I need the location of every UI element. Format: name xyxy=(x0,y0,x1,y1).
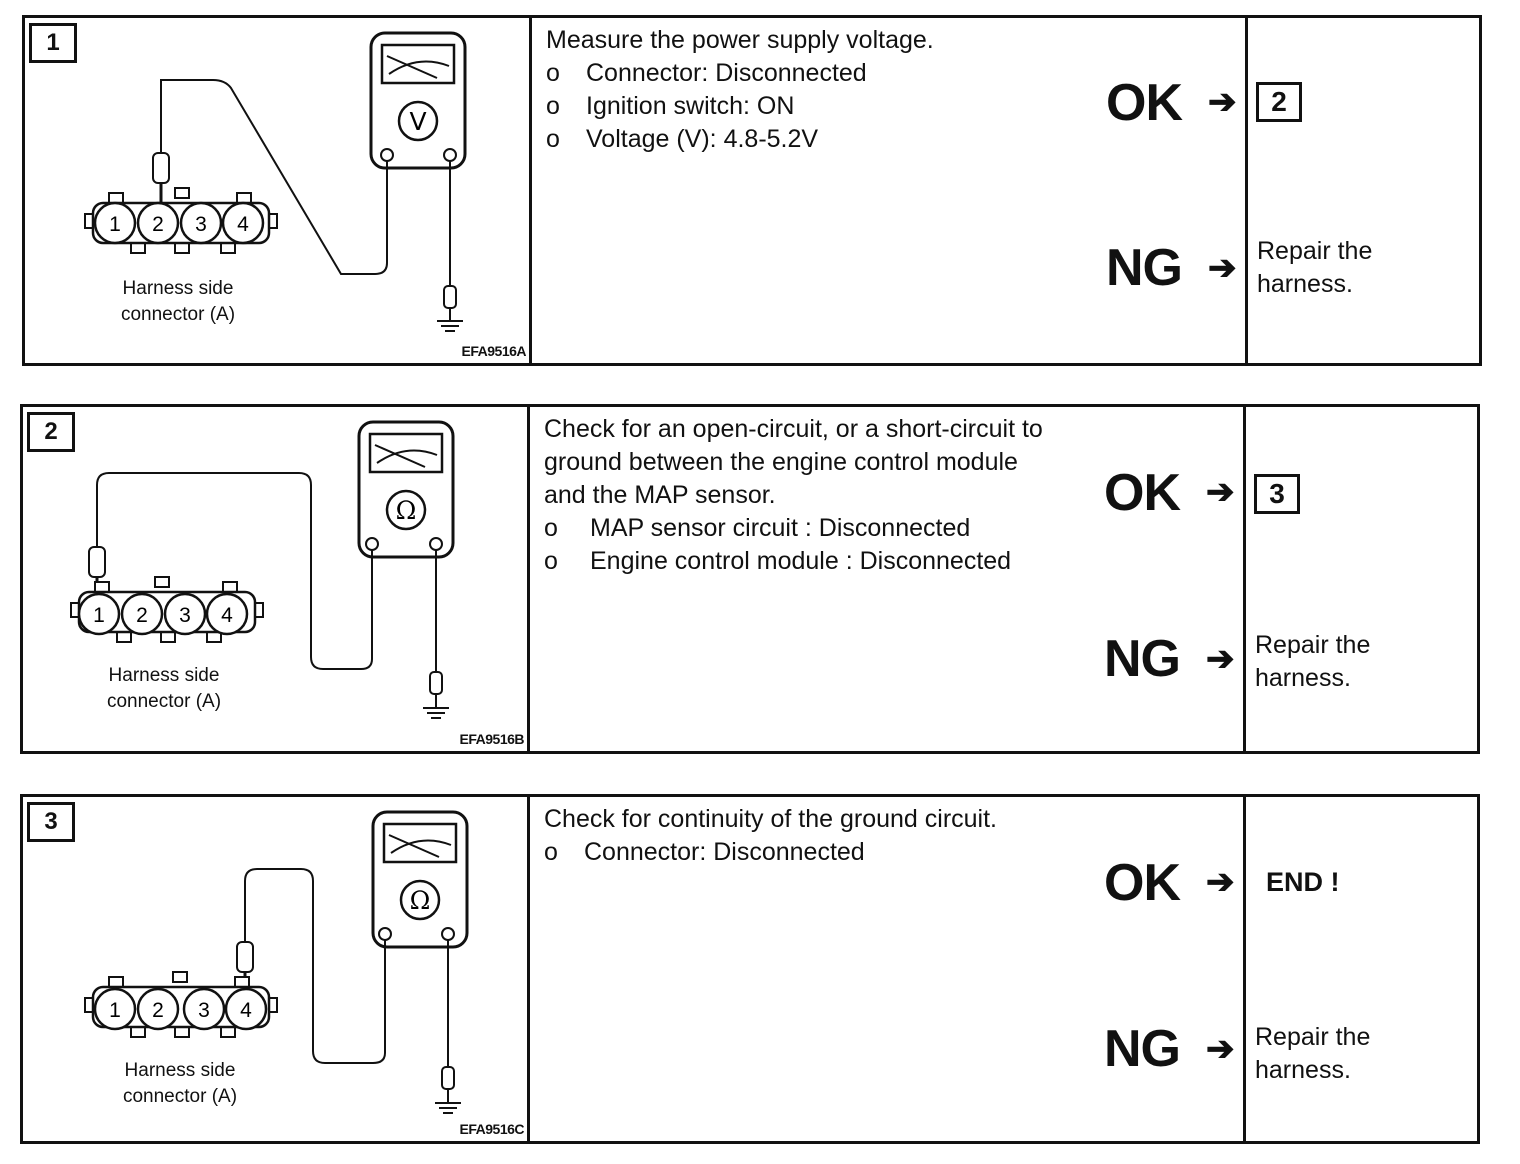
step-1-result-cell: 2 Repair the harness. xyxy=(1248,18,1479,363)
step-2-row: 2 Ω xyxy=(20,404,1480,754)
ohmmeter-icon: Ω xyxy=(357,420,455,559)
ng-label: NG xyxy=(1104,1020,1181,1078)
harness-side-connector-label: Harness side connector (A) xyxy=(122,1060,238,1107)
svg-text:2: 2 xyxy=(152,213,164,236)
ok-label: OK xyxy=(1104,854,1181,912)
svg-text:1: 1 xyxy=(93,604,105,627)
step-1-figure-cell: 1 V xyxy=(25,18,532,363)
ok-arrow-icon: ➔ xyxy=(1206,863,1235,901)
instruction-heading: Measure the power supply voltage. xyxy=(546,26,934,54)
svg-text:3: 3 xyxy=(198,999,210,1022)
svg-text:2: 2 xyxy=(152,999,164,1022)
multimeter-wiring-diagram: Ω xyxy=(70,420,455,719)
ok-label: OK xyxy=(1106,74,1183,132)
figure-code: EFA9516B xyxy=(459,731,525,747)
ng-arrow-icon: ➔ xyxy=(1208,249,1237,287)
ok-arrow-icon: ➔ xyxy=(1206,473,1235,511)
step-3-figure-cell: 3 Ω xyxy=(23,797,530,1141)
figure-code: EFA9516A xyxy=(461,343,527,359)
ground-probe-icon xyxy=(423,671,449,719)
step-2-figure-cell: 2 Ω xyxy=(23,407,530,751)
svg-text:Ω: Ω xyxy=(410,886,431,915)
svg-text:4: 4 xyxy=(221,604,233,627)
harness-connector-icon: 1 2 3 4 xyxy=(70,576,264,643)
harness-connector-icon: 1 2 3 4 xyxy=(84,971,278,1038)
ng-label: NG xyxy=(1106,239,1183,297)
step-number: 3 xyxy=(27,802,75,842)
instruction-heading: Check for continuity of the ground circu… xyxy=(544,805,998,833)
harness-side-connector-label: Harness side connector (A) xyxy=(106,665,222,712)
instruction-text: Check for an open-circuit, or a short-ci… xyxy=(544,413,1114,578)
ng-label: NG xyxy=(1104,630,1181,688)
goto-step-link[interactable]: 2 xyxy=(1256,82,1302,122)
svg-text:4: 4 xyxy=(240,999,252,1022)
step-2-instruction-cell: Check for an open-circuit, or a short-ci… xyxy=(530,407,1246,751)
ng-arrow-icon: ➔ xyxy=(1206,1030,1235,1068)
svg-text:4: 4 xyxy=(237,213,249,236)
svg-text:3: 3 xyxy=(179,604,191,627)
voltmeter-icon: V xyxy=(369,31,467,170)
figure-code: EFA9516C xyxy=(459,1121,525,1137)
ohmmeter-icon: Ω xyxy=(371,810,469,949)
svg-text:3: 3 xyxy=(195,213,207,236)
svg-text:1: 1 xyxy=(109,999,121,1022)
svg-text:V: V xyxy=(409,107,426,136)
end-label: END ! xyxy=(1266,867,1340,897)
ground-probe-icon xyxy=(437,285,463,332)
step-number: 1 xyxy=(29,23,77,63)
ground-probe-icon xyxy=(435,1066,461,1114)
ng-action-text: Repair the harness. xyxy=(1255,1023,1371,1084)
connector-probe-icon xyxy=(236,941,254,993)
harness-side-connector-label: Harness side connector (A) xyxy=(120,278,236,325)
ng-action-text: Repair the harness. xyxy=(1257,237,1373,298)
instruction-heading: Check for an open-circuit, or a short-ci… xyxy=(544,415,1043,443)
harness-connector-icon: 1 2 3 4 xyxy=(84,187,278,254)
ok-label: OK xyxy=(1104,464,1181,522)
ng-action-text: Repair the harness. xyxy=(1255,631,1371,692)
connector-probe-icon xyxy=(152,152,170,206)
step-3-instruction-cell: Check for continuity of the ground circu… xyxy=(530,797,1246,1141)
goto-step-link[interactable]: 3 xyxy=(1254,474,1300,514)
step-2-result-cell: 3 Repair the harness. xyxy=(1246,407,1477,751)
step-3-row: 3 Ω xyxy=(20,794,1480,1144)
step-3-result-cell: END ! Repair the harness. xyxy=(1246,797,1477,1141)
svg-text:1: 1 xyxy=(109,213,121,236)
instruction-heading: and the MAP sensor. xyxy=(544,481,776,509)
instruction-text: Check for continuity of the ground circu… xyxy=(544,803,1104,869)
svg-text:2: 2 xyxy=(136,604,148,627)
instruction-heading: ground between the engine control module xyxy=(544,448,1018,476)
ng-arrow-icon: ➔ xyxy=(1206,640,1235,678)
step-number: 2 xyxy=(27,412,75,452)
svg-text:Ω: Ω xyxy=(396,496,417,525)
multimeter-wiring-diagram: V xyxy=(84,31,467,332)
step-1-row: 1 V xyxy=(22,15,1482,366)
ok-arrow-icon: ➔ xyxy=(1208,83,1237,121)
multimeter-wiring-diagram: Ω xyxy=(84,810,469,1114)
